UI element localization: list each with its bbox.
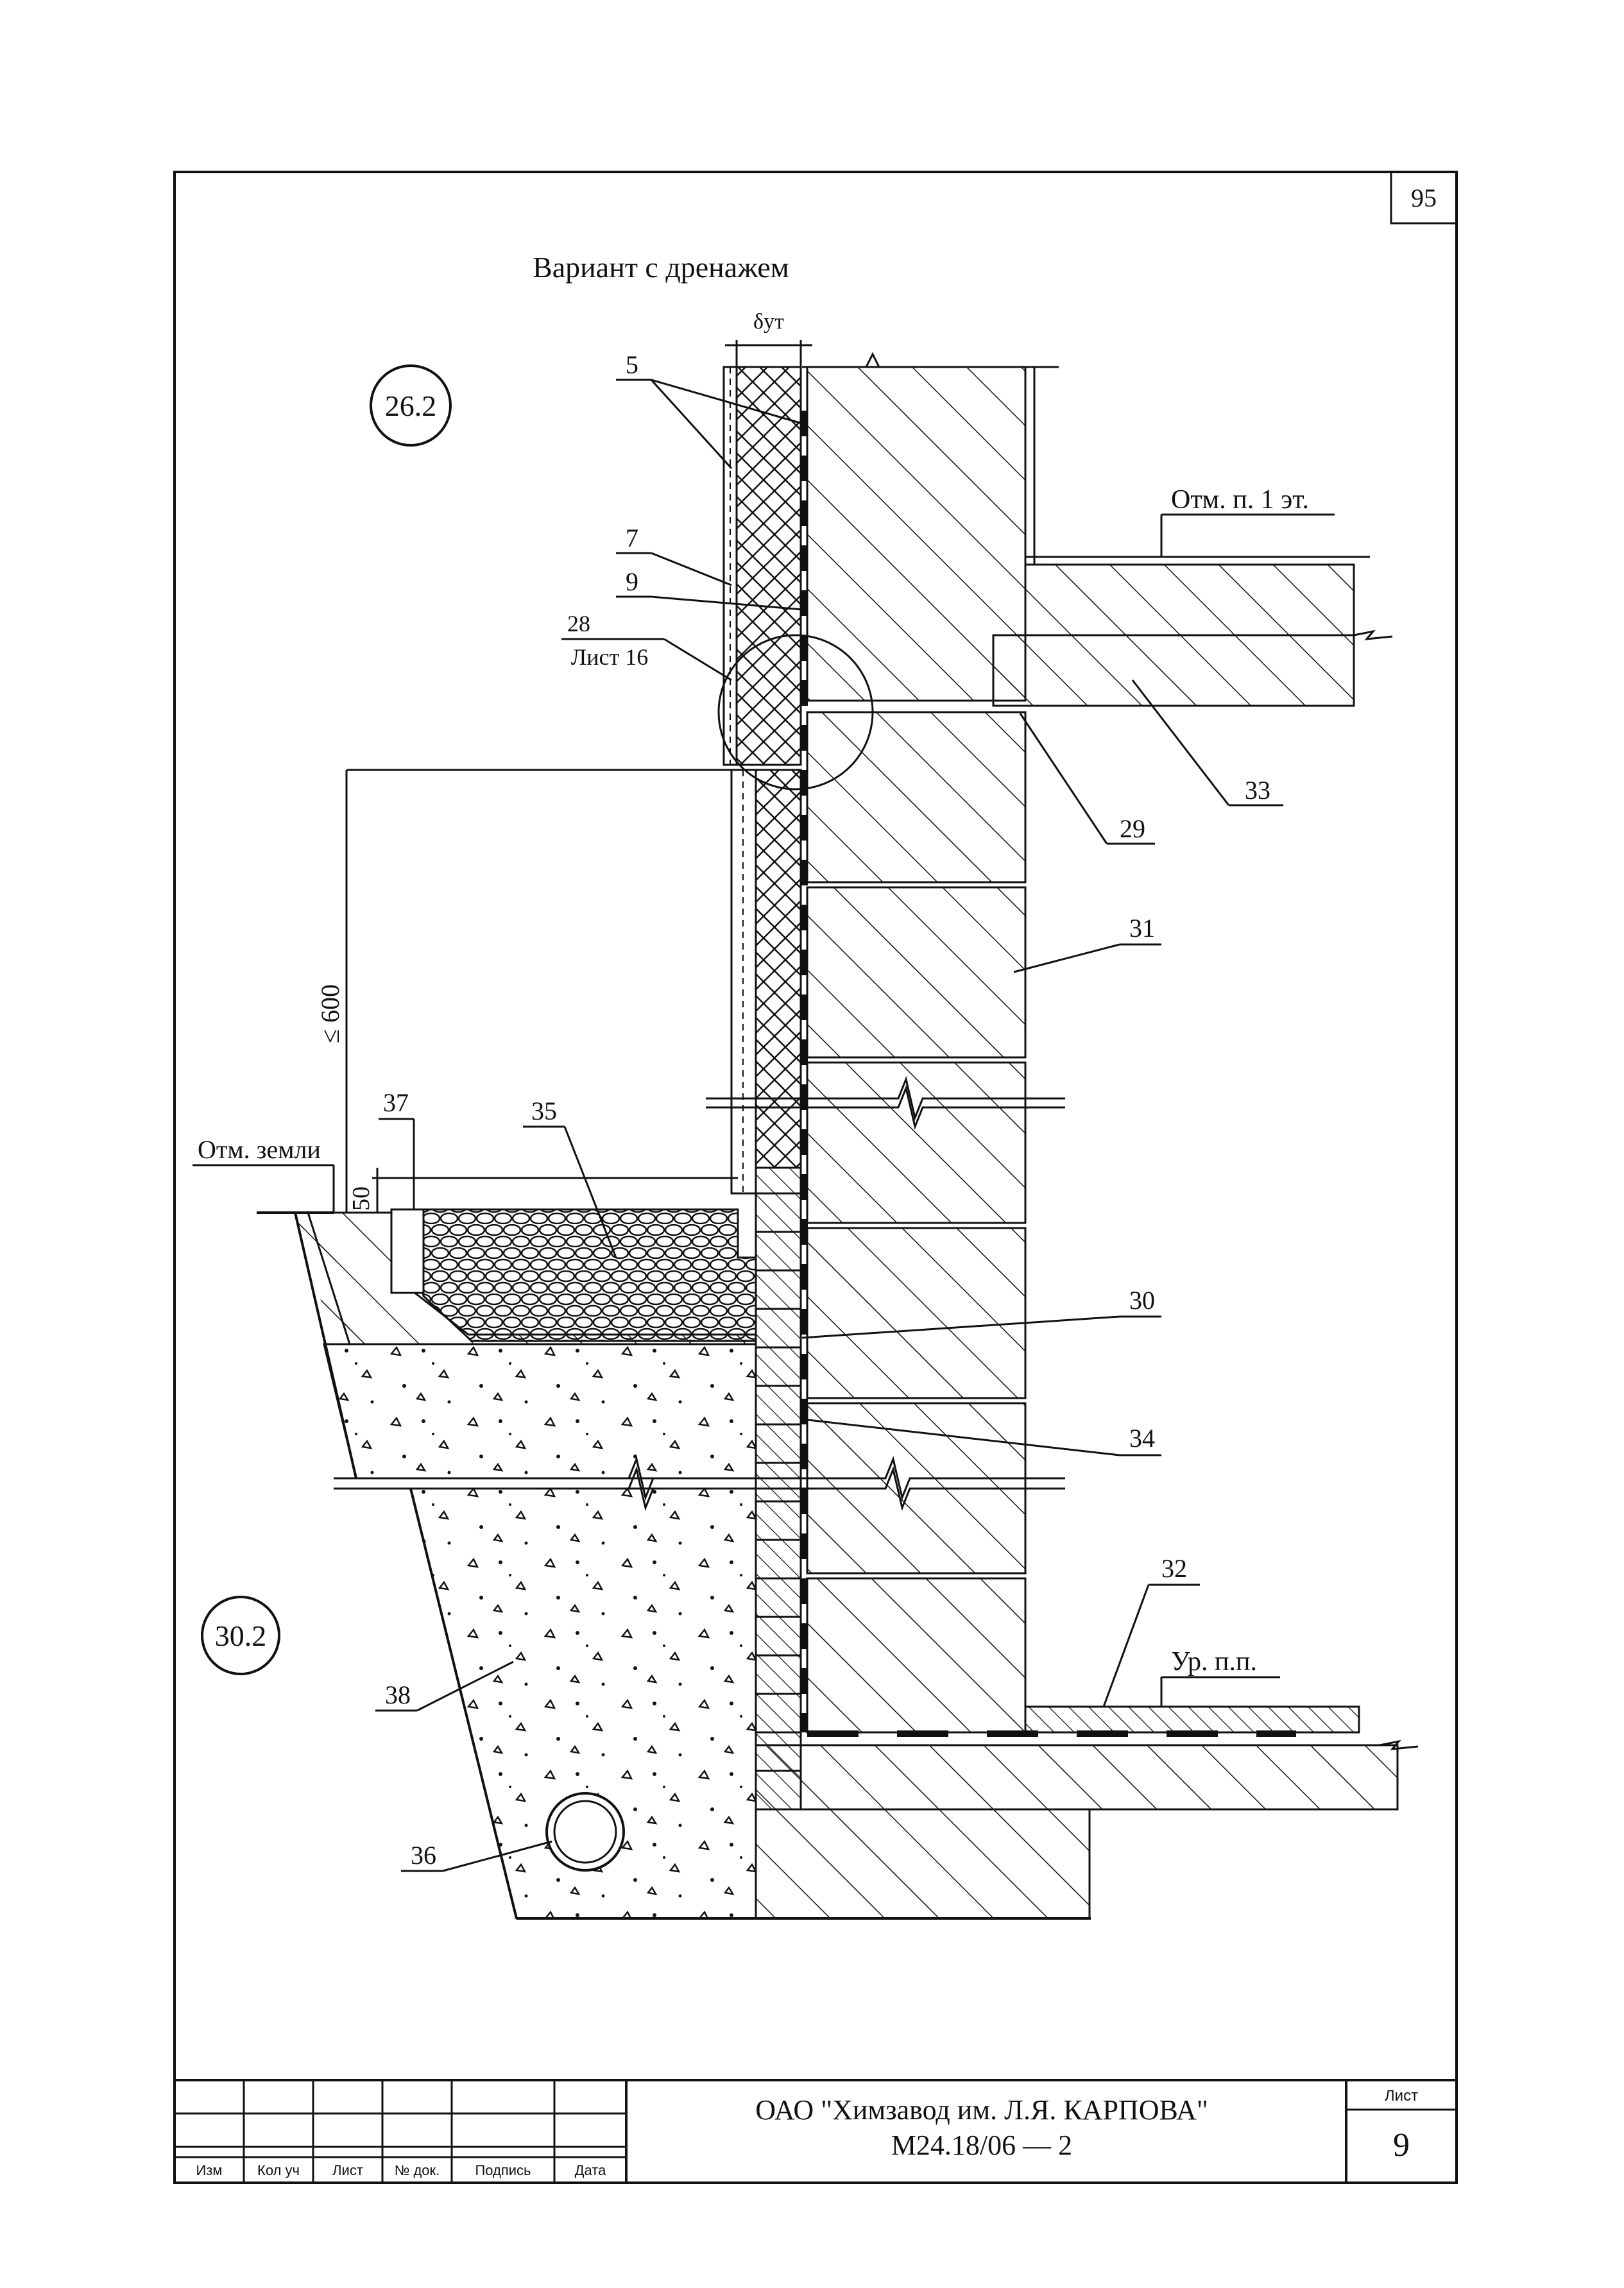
backfill-upper bbox=[323, 1343, 757, 1480]
tb-sheet-number: 9 bbox=[1393, 2127, 1410, 2164]
dimension-insulation-thickness: δут bbox=[725, 310, 812, 367]
level-floor-1: Отм. п. 1 эт. bbox=[1160, 485, 1335, 557]
svg-text:7: 7 bbox=[626, 524, 638, 552]
node-ref-30-2: 30.2 bbox=[201, 1596, 280, 1675]
footing-base bbox=[755, 1808, 1091, 1920]
tb-code: М24.18/06 — 2 bbox=[891, 2130, 1072, 2161]
tb-sheet-label: Лист bbox=[1385, 2087, 1418, 2104]
upper-wall bbox=[806, 366, 1027, 702]
tb-col-izm: Изм bbox=[196, 2162, 222, 2178]
tb-col-sign: Подпись bbox=[475, 2162, 531, 2178]
tb-company: ОАО "Химзавод им. Л.Я. КАРПОВА" bbox=[755, 2094, 1208, 2126]
svg-text:33: 33 bbox=[1245, 776, 1270, 805]
svg-text:50: 50 bbox=[348, 1186, 375, 1211]
drain-tray bbox=[390, 1208, 425, 1294]
callout-sheet-ref: 28 Лист 16 bbox=[561, 611, 732, 681]
break-line-upper bbox=[706, 1076, 1065, 1121]
slab-beam bbox=[992, 634, 1355, 707]
footing bbox=[755, 1744, 1399, 1811]
svg-text:30.2: 30.2 bbox=[215, 1619, 267, 1652]
page-number-box bbox=[1390, 171, 1458, 225]
title-block bbox=[173, 2079, 1458, 2184]
foundation-blocks bbox=[806, 711, 1027, 1734]
leader-38: 38 bbox=[375, 1661, 514, 1712]
leader-33: 33 bbox=[1131, 679, 1283, 807]
svg-text:38: 38 bbox=[385, 1680, 411, 1709]
drawing-title: Вариант с дренажем bbox=[533, 251, 789, 284]
svg-text:29: 29 bbox=[1120, 814, 1145, 843]
leader-36: 36 bbox=[401, 1840, 552, 1872]
tb-col-date: Дата bbox=[575, 2162, 606, 2178]
page-number: 95 bbox=[1411, 184, 1437, 212]
dimension-600: ≤ 600 bbox=[316, 769, 756, 1213]
svg-text:Отм. п. 1 эт.: Отм. п. 1 эт. bbox=[1171, 485, 1309, 515]
floor-slab bbox=[1024, 563, 1355, 636]
svg-text:34: 34 bbox=[1129, 1424, 1155, 1453]
leader-37: 37 bbox=[379, 1088, 415, 1209]
svg-text:28: 28 bbox=[567, 611, 590, 636]
leader-30: 30 bbox=[801, 1286, 1161, 1339]
svg-text:32: 32 bbox=[1161, 1554, 1187, 1583]
tb-col-kol: Кол уч bbox=[257, 2162, 300, 2178]
svg-text:30: 30 bbox=[1129, 1286, 1155, 1315]
leader-5: 5 bbox=[616, 350, 803, 470]
detail-callout-circle bbox=[717, 634, 874, 790]
tb-col-doc: № док. bbox=[395, 2162, 440, 2178]
tb-col-list: Лист bbox=[332, 2162, 363, 2178]
svg-text:δут: δут bbox=[753, 310, 784, 334]
svg-text:36: 36 bbox=[411, 1841, 436, 1870]
leader-34: 34 bbox=[801, 1418, 1161, 1456]
leader-7: 7 bbox=[616, 524, 732, 586]
leader-31: 31 bbox=[1013, 914, 1161, 973]
insulation-upper bbox=[735, 366, 802, 766]
node-ref-26-2: 26.2 bbox=[370, 364, 452, 447]
leader-32: 32 bbox=[1102, 1554, 1200, 1707]
leader-29: 29 bbox=[1019, 713, 1155, 845]
ground-floor-finish bbox=[1024, 1705, 1360, 1734]
svg-text:9: 9 bbox=[626, 567, 638, 596]
svg-text:5: 5 bbox=[626, 350, 638, 379]
svg-text:≤ 600: ≤ 600 bbox=[316, 984, 345, 1043]
svg-text:37: 37 bbox=[383, 1088, 409, 1117]
drain-pipe bbox=[545, 1792, 625, 1872]
dimension-50: 50 bbox=[348, 1168, 738, 1213]
svg-text:Лист 16: Лист 16 bbox=[571, 644, 648, 670]
gravel-fill bbox=[409, 1208, 757, 1342]
svg-text:31: 31 bbox=[1129, 914, 1155, 943]
svg-text:Ур. п.п.: Ур. п.п. bbox=[1171, 1647, 1257, 1677]
svg-text:35: 35 bbox=[531, 1097, 557, 1125]
level-floor: Ур. п.п. bbox=[1160, 1647, 1280, 1707]
level-ground: Отм. земли bbox=[192, 1135, 335, 1213]
leader-35: 35 bbox=[523, 1097, 617, 1258]
svg-text:26.2: 26.2 bbox=[385, 389, 437, 422]
leader-9: 9 bbox=[616, 567, 803, 611]
svg-text:Отм. земли: Отм. земли bbox=[198, 1135, 321, 1164]
